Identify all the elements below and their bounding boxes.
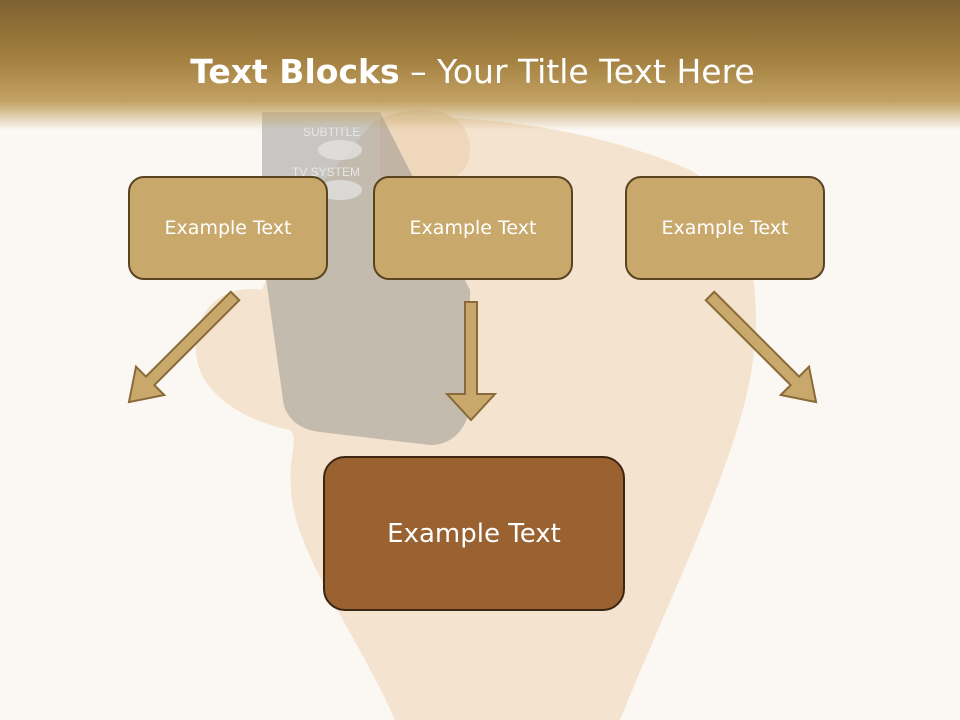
text-block-label: Example Text — [661, 217, 789, 239]
slide-title: Text Blocks – Your Title Text Here — [0, 52, 945, 91]
background-tv-system-label: TV SYSTEM — [292, 165, 360, 179]
text-block-top-left[interactable]: Example Text — [128, 176, 328, 280]
title-rest-text: Your Title Text Here — [437, 52, 755, 91]
title-separator: – — [399, 52, 438, 91]
text-block-label: Example Text — [387, 518, 561, 549]
text-block-bottom[interactable]: Example Text — [323, 456, 625, 611]
arrow-left-to-bottom — [127, 290, 241, 404]
title-bar — [0, 0, 960, 130]
text-block-top-center[interactable]: Example Text — [373, 176, 573, 280]
background-remote-button — [318, 180, 362, 200]
arrow-right-to-bottom — [704, 290, 818, 404]
text-block-top-right[interactable]: Example Text — [625, 176, 825, 280]
text-block-label: Example Text — [409, 217, 537, 239]
arrow-center-to-bottom — [444, 301, 498, 422]
title-bold-text: Text Blocks — [190, 52, 400, 91]
text-block-label: Example Text — [164, 217, 292, 239]
background-remote-button — [318, 140, 362, 160]
